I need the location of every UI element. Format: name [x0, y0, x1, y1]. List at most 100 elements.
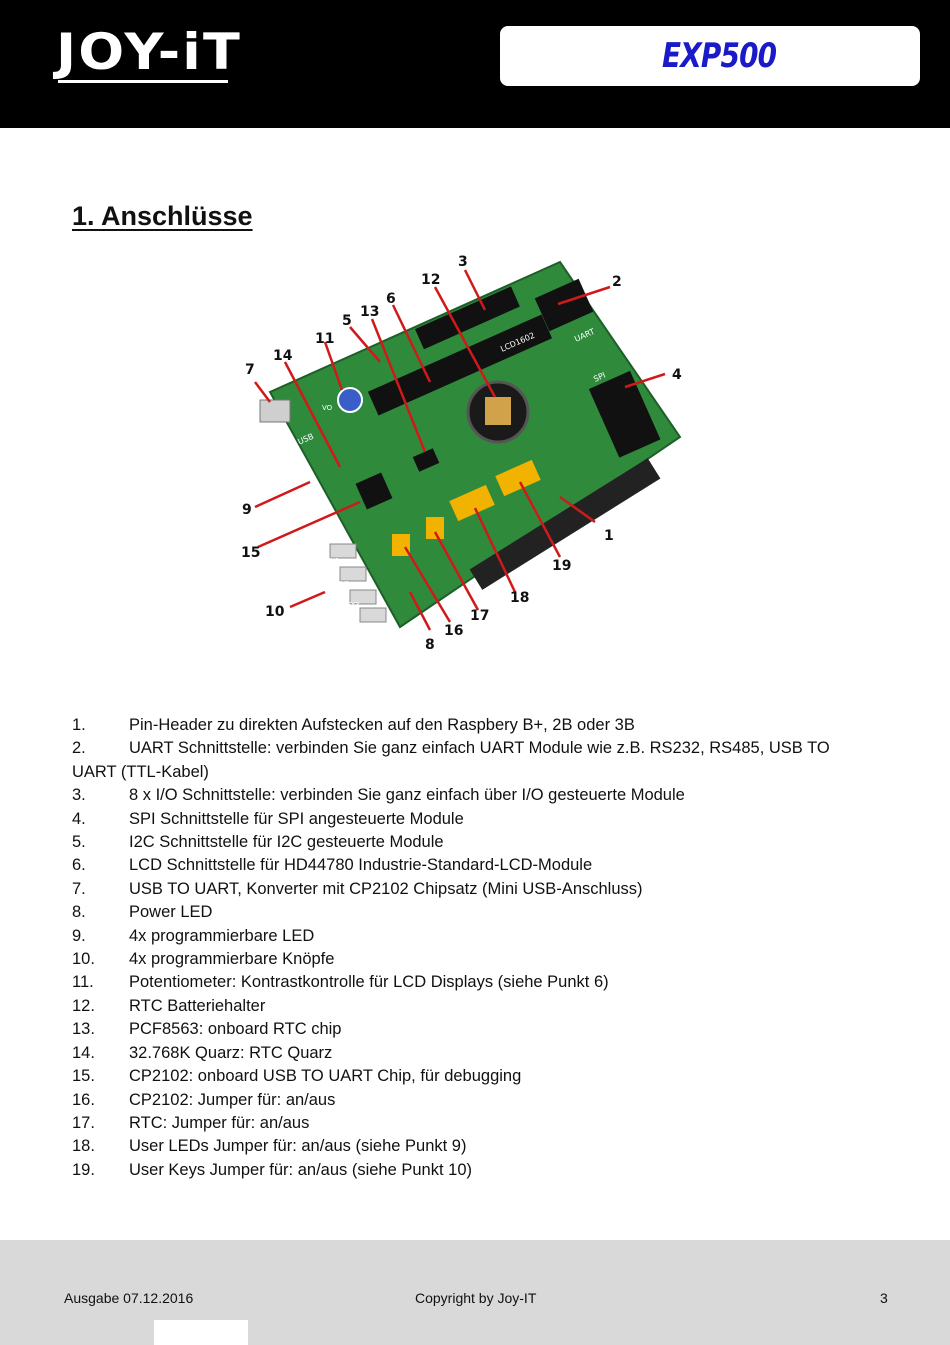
list-item: 9. 4x programmierbare LED	[72, 925, 872, 948]
callout-number: 2	[612, 274, 622, 290]
item-text: User Keys Jumper für: an/aus (siehe Punk…	[129, 1160, 472, 1179]
list-item: 14. 32.768K Quarz: RTC Quarz	[72, 1042, 872, 1065]
jumper-keys	[495, 459, 541, 497]
uart-connector	[534, 278, 594, 332]
item-number: 4.	[72, 809, 86, 828]
item-text: 32.768K Quarz: RTC Quarz	[129, 1043, 333, 1062]
item-number: 6.	[72, 856, 86, 875]
item-number: 19.	[72, 1160, 95, 1179]
list-item: 18. User LEDs Jumper für: an/aus (siehe P…	[72, 1135, 872, 1158]
item-text: LCD Schnittstelle für HD44780 Industrie-…	[129, 856, 593, 875]
list-item: 8. Power LED	[72, 901, 872, 924]
footer-copyright: Copyright by Joy-IT	[415, 1290, 537, 1306]
item-number: 12.	[72, 996, 95, 1015]
item-text: PCF8563: onboard RTC chip	[129, 1020, 342, 1039]
list-item: 16. CP2102: Jumper für: an/aus	[72, 1089, 872, 1112]
footer-tab	[154, 1320, 248, 1345]
item-number: 3.	[72, 786, 86, 805]
silk-label: KEY3	[342, 601, 360, 609]
callout-number: 13	[360, 304, 379, 320]
list-item: 17. RTC: Jumper für: an/aus	[72, 1112, 872, 1135]
joy-it-logo: JOY-iT	[56, 23, 242, 81]
jumper-leds	[449, 484, 495, 522]
key-button	[329, 543, 357, 559]
header-strip-lcd	[367, 314, 553, 416]
item-text: UART Schnittstelle: verbinden Sie ganz e…	[72, 739, 830, 781]
item-text: User LEDs Jumper für: an/aus (siehe Punk…	[129, 1137, 467, 1156]
list-item: 3. 8 x I/O Schnittstelle: verbinden Sie g…	[72, 784, 872, 807]
item-number: 1.	[72, 716, 86, 734]
product-name: EXP500	[662, 36, 777, 76]
callout-number: 10	[265, 604, 285, 620]
connector-list: 1. Pin-Header zu direkten Aufstecken auf …	[72, 714, 872, 1182]
item-text: 4x programmierbare LED	[129, 926, 315, 945]
item-text: 4x programmierbare Knöpfe	[129, 950, 335, 969]
item-text: CP2102: onboard USB TO UART Chip, für de…	[129, 1067, 522, 1086]
rtc-chip	[412, 448, 440, 472]
header-strip-io	[415, 286, 520, 350]
list-item: 11. Potentiometer: Kontrastkontrolle für …	[72, 971, 872, 994]
item-number: 10.	[72, 950, 95, 969]
list-item: 7.USB TO UART, Konverter mit CP2102 Chip…	[72, 878, 872, 901]
key-button	[359, 607, 387, 623]
section-title: 1. Anschlüsse	[72, 201, 253, 231]
callout-number: 6	[386, 291, 396, 307]
item-number: 8.	[72, 903, 86, 922]
logo-underline	[58, 80, 228, 83]
item-text: SPI Schnittstelle für SPI angesteuerte M…	[129, 809, 464, 828]
callout-number: 14	[273, 348, 293, 364]
callout-number: 11	[315, 331, 334, 347]
callout-number: 8	[425, 637, 435, 653]
item-number: 7.	[72, 879, 86, 898]
list-item: 4. SPI Schnittstelle für SPI angesteuerte…	[72, 808, 872, 831]
callout-arrows	[254, 269, 666, 631]
page-header: JOY-iT EXP500	[0, 0, 950, 128]
item-number: 11.	[72, 973, 94, 992]
silk-label: KEY0	[312, 534, 330, 542]
callout-number: 12	[421, 272, 440, 288]
footer-page-number: 3	[880, 1290, 888, 1306]
silk-label: KEY2	[332, 580, 350, 588]
item-text: CP2102: Jumper für: an/aus	[129, 1090, 336, 1109]
spi-connector	[588, 370, 661, 458]
list-item: 19. User Keys Jumper für: an/aus (siehe P…	[72, 1159, 872, 1182]
callout-numbers: 1 2 3 4 5 6 7 8 9 10 11 12 13 14 15 16 1…	[241, 254, 682, 653]
mini-usb-port	[259, 399, 291, 423]
page-footer: Ausgabe 07.12.2016 Copyright by Joy-IT 3	[0, 1240, 950, 1345]
callout-number: 17	[470, 608, 489, 624]
callout-number: 18	[510, 590, 529, 606]
jumper-rtc	[426, 517, 444, 539]
item-text: Potentiometer: Kontrastkontrolle für LCD…	[129, 973, 609, 992]
list-item: 12. RTC Batteriehalter	[72, 995, 872, 1018]
list-item: 10. 4x programmierbare Knöpfe	[72, 948, 872, 971]
list-item: 2.UART Schnittstelle: verbinden Sie ganz…	[72, 737, 872, 784]
list-item: 15. CP2102: onboard USB TO UART Chip, für…	[72, 1065, 872, 1088]
callout-number: 15	[241, 545, 260, 561]
item-number: 14.	[72, 1043, 95, 1062]
gpio-pin-header	[469, 458, 661, 590]
item-text: RTC: Jumper für: an/aus	[129, 1113, 310, 1132]
jumper-cp2102	[392, 534, 410, 556]
item-text: 8 x I/O Schnittstelle: verbinden Sie gan…	[129, 786, 685, 805]
board-diagram: UART TO USB LCD1602 UART SPI KEY0 KEY1 K…	[241, 254, 682, 653]
list-item: 5.I2C Schnittstelle für I2C gesteuerte M…	[72, 831, 872, 854]
item-number: 18.	[72, 1137, 95, 1156]
item-text: Power LED	[129, 903, 213, 922]
key-button	[349, 589, 377, 605]
callout-number: 4	[672, 367, 682, 383]
key-button	[339, 566, 367, 582]
item-number: 9.	[72, 926, 86, 945]
item-number: 15.	[72, 1067, 95, 1086]
item-text: I2C Schnittstelle für I2C gesteuerte Mod…	[129, 833, 444, 852]
callout-number: 5	[342, 313, 352, 329]
item-text: RTC Batteriehalter	[129, 996, 266, 1015]
item-number: 16.	[72, 1090, 95, 1109]
item-number: 17.	[72, 1113, 95, 1132]
item-number: 13.	[72, 1020, 95, 1039]
callout-number: 3	[458, 254, 468, 270]
item-number: 2.	[72, 739, 86, 758]
list-item: 1. Pin-Header zu direkten Aufstecken auf …	[72, 714, 872, 737]
battery-clip	[485, 397, 511, 425]
product-badge: EXP500	[500, 26, 920, 86]
item-text: Pin-Header zu direkten Aufstecken auf de…	[129, 716, 635, 734]
